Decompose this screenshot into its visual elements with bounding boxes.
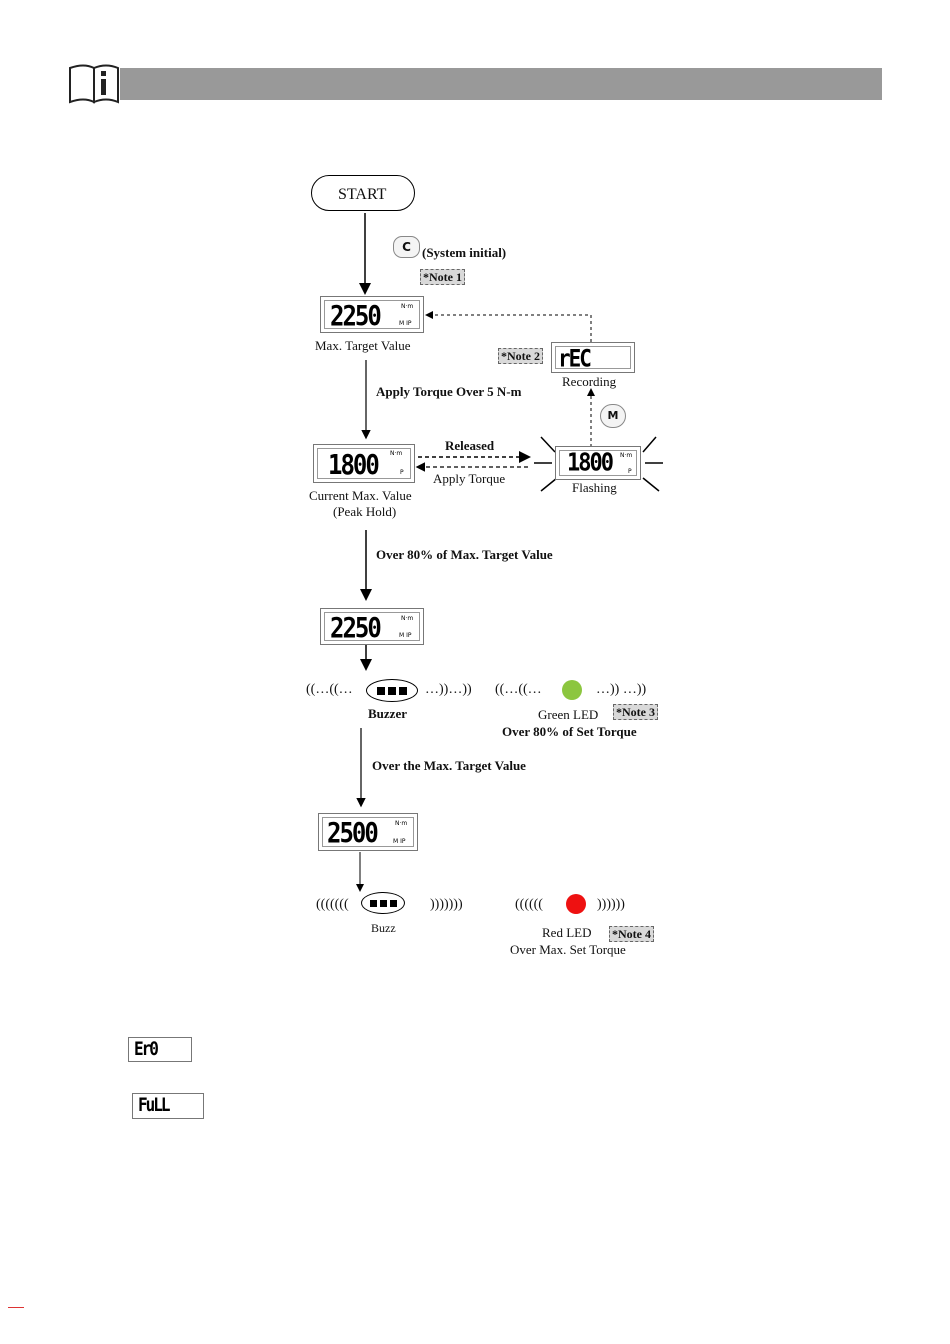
apply-torque-label: Apply Torque xyxy=(433,471,506,486)
lcd-error-er0-value: Er0 xyxy=(134,1037,159,1060)
header-bar xyxy=(120,68,882,100)
recording-label: Recording xyxy=(562,374,617,389)
lcd-max-target-unit: N·m xyxy=(401,303,414,310)
red-led-icon xyxy=(566,894,586,914)
apply-torque-over-label: Apply Torque Over 5 N-m xyxy=(376,384,522,399)
lcd-flashing-mode: P xyxy=(628,468,632,475)
lcd-over-80-value: 2250 xyxy=(330,611,382,644)
lcd-over-80-mode: M IP xyxy=(399,632,412,639)
note-1: *Note 1 xyxy=(420,269,465,285)
buzzer-label: Buzzer xyxy=(368,706,407,721)
system-initial-label: (System initial) xyxy=(422,245,507,260)
red-led-label: Red LED xyxy=(542,925,592,940)
released-label: Released xyxy=(445,438,495,453)
max-target-label: Max. Target Value xyxy=(315,338,411,353)
green-waves-left: ((…((… xyxy=(495,682,542,697)
lcd-over-max: 2500 N·m M IP xyxy=(318,813,418,851)
peak-hold-label: (Peak Hold) xyxy=(333,504,397,519)
red-waves-left: (((((( xyxy=(515,897,543,912)
c-button[interactable]: C xyxy=(393,236,420,258)
over-max-set-label: Over Max. Set Torque xyxy=(510,942,626,957)
lcd-error-full-value: FuLL xyxy=(138,1093,171,1116)
current-max-label: Current Max. Value xyxy=(309,488,412,503)
lcd-flashing-unit: N·m xyxy=(620,452,633,459)
lcd-over-80-unit: N·m xyxy=(401,615,414,622)
lcd-current-max: 1800 N·m P xyxy=(313,444,415,483)
lcd-max-target-value: 2250 xyxy=(330,299,382,332)
buzzer-waves-right: …))…)) xyxy=(425,682,472,697)
info-book-icon xyxy=(66,60,122,106)
buzz-waves-left: ((((((( xyxy=(316,897,349,912)
lcd-over-80: 2250 N·m M IP xyxy=(320,608,424,645)
m-button[interactable]: M xyxy=(600,404,626,428)
start-node xyxy=(311,175,415,211)
green-led-icon xyxy=(562,680,582,700)
page-mark xyxy=(8,1307,24,1308)
buzzer-waves-left: ((…((… xyxy=(306,682,353,697)
lcd-recording: rEC xyxy=(551,342,635,373)
lcd-error-full: FuLL xyxy=(132,1093,204,1119)
buzz-waves-right: ))))))) xyxy=(430,897,463,912)
over-max-label: Over the Max. Target Value xyxy=(372,758,526,773)
lcd-over-max-mode: M IP xyxy=(393,838,406,845)
lcd-current-max-value: 1800 xyxy=(328,448,380,481)
green-waves-right: …)) …)) xyxy=(596,682,647,697)
lcd-over-max-unit: N·m xyxy=(395,820,408,827)
lcd-max-target-mode: M IP xyxy=(399,320,412,327)
lcd-over-max-value: 2500 xyxy=(327,816,379,849)
lcd-flashing-value: 1800 xyxy=(567,448,614,478)
red-waves-right: )))))) xyxy=(597,897,625,912)
buzz-label: Buzz xyxy=(371,921,396,935)
note-4: *Note 4 xyxy=(609,926,654,942)
note-2: *Note 2 xyxy=(498,348,543,364)
lcd-current-max-mode: P xyxy=(400,469,404,476)
start-label: START xyxy=(338,186,387,203)
buzzer-icon xyxy=(366,679,418,702)
lcd-flashing: 1800 N·m P xyxy=(555,446,641,480)
flashing-label: Flashing xyxy=(572,480,617,495)
lcd-error-er0: Er0 xyxy=(128,1037,192,1062)
lcd-current-max-unit: N·m xyxy=(390,450,403,457)
note-3: *Note 3 xyxy=(613,704,658,720)
buzz-icon xyxy=(361,892,405,914)
lcd-max-target: 2250 N·m M IP xyxy=(320,296,424,333)
over-80-set-label: Over 80% of Set Torque xyxy=(502,724,637,739)
green-led-label: Green LED xyxy=(538,707,599,722)
lcd-recording-value: rEC xyxy=(558,344,592,373)
over-80-label: Over 80% of Max. Target Value xyxy=(376,547,553,562)
